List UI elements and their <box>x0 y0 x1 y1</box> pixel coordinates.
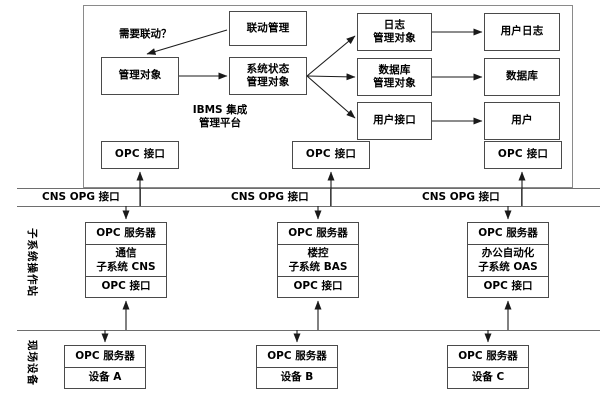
device-c-server: OPC 服务器 <box>448 346 528 367</box>
node-database[interactable]: 数据库 <box>484 58 560 96</box>
node-system-state-object-label-line2: 管理对象 <box>246 76 290 88</box>
node-log-management-object-label-line2: 管理对象 <box>373 32 416 44</box>
platform-opc-interface-2-label: OPC 接口 <box>305 148 357 161</box>
node-managed-object[interactable]: 管理对象 <box>101 57 179 95</box>
platform-opc-interface-2[interactable]: OPC 接口 <box>292 141 370 169</box>
field-device-c[interactable]: OPC 服务器 设备 C <box>447 345 529 389</box>
subsystem-oas-name-line1: 办公自动化 <box>481 247 535 260</box>
subsystem-bas-interface: OPC 接口 <box>278 276 358 297</box>
band-label-subsystem-station: 子系统操作站 <box>26 228 38 297</box>
platform-caption-line1: IBMS 集成 <box>192 104 248 116</box>
condition-label-linkage-needed: 需要联动？ <box>119 28 172 40</box>
node-linkage-management[interactable]: 联动管理 <box>229 11 307 46</box>
device-a-name: 设备 A <box>65 367 145 388</box>
device-a-name-label: 设备 A <box>88 371 122 384</box>
node-user[interactable]: 用户 <box>484 102 560 140</box>
node-database-label: 数据库 <box>505 70 539 83</box>
subsystem-cns-name-line1: 通信 <box>115 247 137 260</box>
node-database-management-object[interactable]: 数据库 管理对象 <box>357 58 432 96</box>
node-user-label: 用户 <box>511 114 533 127</box>
subsystem-bas-name-line2: 子系统 BAS <box>288 260 348 273</box>
subsystem-cns-name-line2: 子系统 CNS <box>96 260 156 273</box>
bus-label-right: CNS OPG 接口 <box>422 191 500 203</box>
subsystem-cns-interface-label: OPC 接口 <box>101 280 151 293</box>
subsystem-bas-server: OPC 服务器 <box>278 223 358 244</box>
device-c-name-label: 设备 C <box>471 371 505 384</box>
node-user-interface-label: 用户接口 <box>373 114 416 127</box>
platform-opc-interface-3-label: OPC 接口 <box>497 148 549 161</box>
device-b-server: OPC 服务器 <box>257 346 337 367</box>
subsystem-cns-server-label: OPC 服务器 <box>96 226 156 239</box>
subsystem-oas-server-label: OPC 服务器 <box>478 226 538 239</box>
node-log-management-object-label-line1: 日志 <box>383 18 406 31</box>
bus-label-left: CNS OPG 接口 <box>42 191 120 203</box>
bus-separator-3 <box>521 188 522 206</box>
node-managed-object-label: 管理对象 <box>118 69 162 82</box>
subsystem-station-cns[interactable]: OPC 服务器 通信 子系统 CNS OPC 接口 <box>85 222 167 298</box>
node-database-management-object-label-line2: 管理对象 <box>373 77 416 89</box>
device-c-server-label: OPC 服务器 <box>458 349 518 362</box>
subsystem-bas-name: 楼控 子系统 BAS <box>278 244 358 276</box>
node-database-management-object-label-line1: 数据库 <box>378 63 411 76</box>
device-a-server-label: OPC 服务器 <box>75 349 135 362</box>
bus-line-bottom <box>17 206 600 207</box>
subsystem-oas-server: OPC 服务器 <box>468 223 548 244</box>
subsystem-oas-name: 办公自动化 子系统 OAS <box>468 244 548 276</box>
device-a-server: OPC 服务器 <box>65 346 145 367</box>
subsystem-band-bottom-line <box>17 330 600 331</box>
subsystem-cns-name: 通信 子系统 CNS <box>86 244 166 276</box>
device-b-server-label: OPC 服务器 <box>267 349 327 362</box>
bus-line-top <box>17 188 600 189</box>
ibms-platform-frame <box>83 5 573 188</box>
bus-label-mid: CNS OPG 接口 <box>231 191 309 203</box>
node-system-state-object-label-line1: 系统状态 <box>246 62 290 75</box>
node-user-interface[interactable]: 用户接口 <box>357 102 432 140</box>
subsystem-bas-interface-label: OPC 接口 <box>293 280 343 293</box>
bus-separator-1 <box>140 188 141 206</box>
platform-opc-interface-3[interactable]: OPC 接口 <box>484 141 562 169</box>
device-b-name: 设备 B <box>257 367 337 388</box>
bus-separator-2 <box>330 188 331 206</box>
subsystem-oas-name-line2: 子系统 OAS <box>478 260 538 273</box>
node-log-management-object[interactable]: 日志 管理对象 <box>357 13 432 51</box>
subsystem-bas-name-line1: 楼控 <box>307 247 329 260</box>
platform-opc-interface-1-label: OPC 接口 <box>114 148 166 161</box>
subsystem-cns-interface: OPC 接口 <box>86 276 166 297</box>
node-system-state-object[interactable]: 系统状态 管理对象 <box>229 57 307 95</box>
subsystem-oas-interface-label: OPC 接口 <box>483 280 533 293</box>
subsystem-station-bas[interactable]: OPC 服务器 楼控 子系统 BAS OPC 接口 <box>277 222 359 298</box>
subsystem-station-oas[interactable]: OPC 服务器 办公自动化 子系统 OAS OPC 接口 <box>467 222 549 298</box>
device-c-name: 设备 C <box>448 367 528 388</box>
platform-opc-interface-1[interactable]: OPC 接口 <box>101 141 179 169</box>
band-label-field-devices: 现场设备 <box>26 340 38 386</box>
platform-caption-line2: 管理平台 <box>199 117 241 129</box>
subsystem-oas-interface: OPC 接口 <box>468 276 548 297</box>
node-linkage-management-label: 联动管理 <box>246 21 290 34</box>
subsystem-cns-server: OPC 服务器 <box>86 223 166 244</box>
device-b-name-label: 设备 B <box>280 371 314 384</box>
node-user-log-label: 用户日志 <box>500 25 544 38</box>
field-device-b[interactable]: OPC 服务器 设备 B <box>256 345 338 389</box>
node-user-log[interactable]: 用户日志 <box>484 13 560 51</box>
subsystem-bas-server-label: OPC 服务器 <box>288 226 348 239</box>
field-device-a[interactable]: OPC 服务器 设备 A <box>64 345 146 389</box>
